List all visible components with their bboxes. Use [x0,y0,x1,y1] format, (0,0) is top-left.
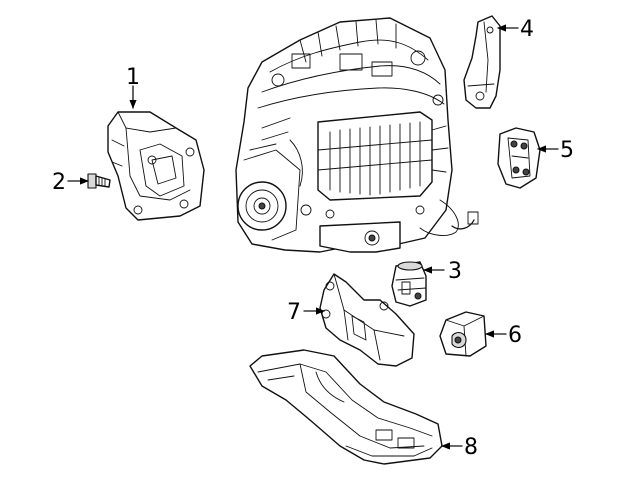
callout-3: 3 [448,259,462,284]
part-5-plate [497,127,541,189]
part-2-bolt [87,173,111,189]
callout-labels: 1 2 3 4 5 6 7 8 [52,17,574,460]
callout-5: 5 [560,138,574,163]
callout-6: 6 [508,323,522,348]
part-6-mount-block [439,311,487,357]
engine-assembly [235,17,479,253]
part-7-trans-bracket [319,273,415,367]
crank-pulley [237,181,287,231]
part-1-mount-bracket [107,111,205,221]
callout-leaders [67,24,559,450]
callout-8: 8 [464,435,478,460]
part-3-mount [391,261,427,307]
callout-4: 4 [520,17,534,42]
part-4-bracket [463,15,501,109]
callout-1: 1 [126,65,140,90]
callout-2: 2 [52,170,66,195]
callout-7: 7 [287,300,301,325]
part-8-crossmember [249,349,443,465]
